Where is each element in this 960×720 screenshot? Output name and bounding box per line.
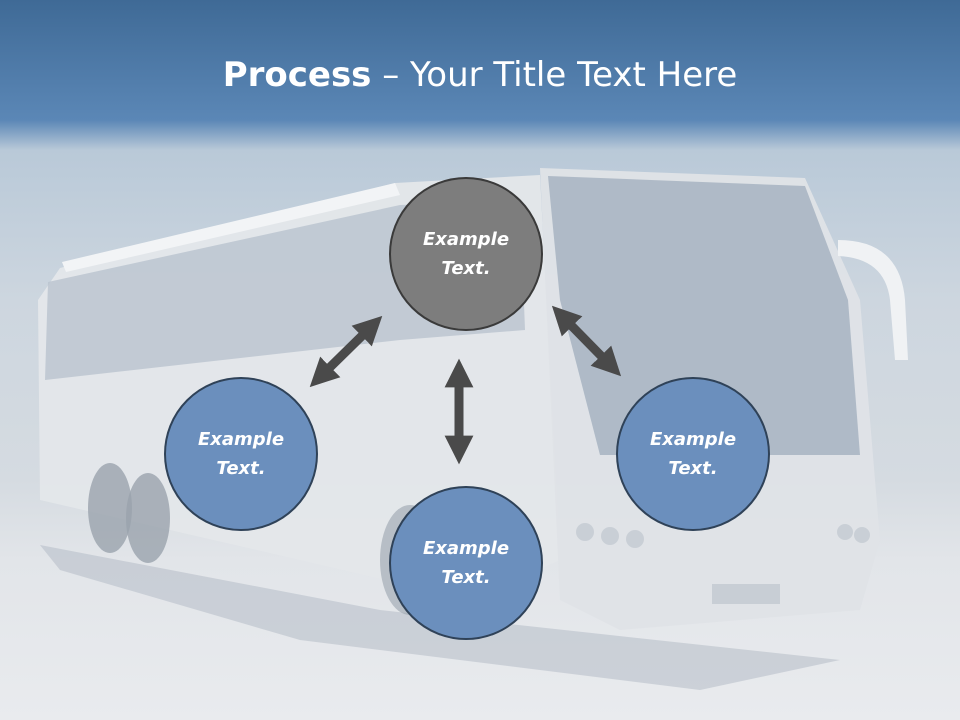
node-right-label: Example Text.	[649, 429, 737, 479]
arrow-top-right	[551, 305, 622, 377]
slide-title: Process – Your Title Text Here	[0, 52, 960, 98]
node-right: Example Text.	[616, 377, 770, 531]
node-center: Example Text.	[389, 486, 543, 640]
title-bold: Process	[222, 55, 372, 95]
node-left-label: Example Text.	[197, 429, 285, 479]
node-left: Example Text.	[164, 377, 318, 531]
node-top-label: Example Text.	[422, 229, 510, 279]
title-rest: – Your Title Text Here	[371, 55, 738, 95]
node-top: Example Text.	[389, 177, 543, 331]
arrow-top-left	[309, 315, 383, 388]
node-center-label: Example Text.	[422, 538, 510, 588]
